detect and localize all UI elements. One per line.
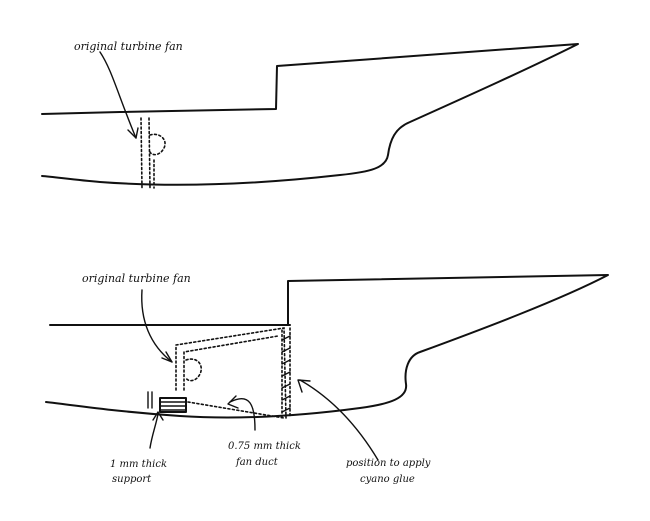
bottom-fan-pointer <box>141 289 173 363</box>
support-pointer-head <box>152 411 164 421</box>
support-label-line1: 1 mm thick <box>110 459 167 470</box>
support-pointer <box>149 413 159 449</box>
duct-label-line2: fan duct <box>235 457 279 468</box>
top-diagram: original turbine fan <box>41 40 579 189</box>
bottom-diagram: original turbine fan 1 mm thick support … <box>45 272 609 485</box>
duct-pointer-head <box>227 395 239 409</box>
top-fan-label: original turbine fan <box>74 40 183 53</box>
duct-pointer <box>229 397 256 431</box>
fan-duct-bottom <box>187 401 285 419</box>
top-fan-pointer <box>99 51 137 139</box>
top-fan-shaft-left <box>140 117 143 189</box>
fan-duct-outline <box>175 327 287 419</box>
glue-label-line2: cyano glue <box>360 474 415 485</box>
fan-duct-inner <box>183 335 279 391</box>
glue-pointer <box>299 379 379 461</box>
top-fan-pointer-head <box>127 127 139 139</box>
top-fan-shaft-right <box>148 117 151 189</box>
bottom-hull-outline <box>45 274 609 419</box>
glue-pointer-head <box>297 379 311 393</box>
duct-label-line1: 0.75 mm thick <box>228 441 301 452</box>
bottom-fan-label: original turbine fan <box>82 272 191 285</box>
glue-label-line1: position to apply <box>346 458 431 469</box>
support-label-line2: support <box>112 474 152 485</box>
top-hull-outline <box>41 43 579 186</box>
bottom-fan-pointer-head <box>161 351 173 363</box>
support-block <box>147 391 187 413</box>
top-fan-blade <box>149 133 166 156</box>
bottom-fan-blade <box>185 358 202 382</box>
glue-zone <box>281 327 291 419</box>
